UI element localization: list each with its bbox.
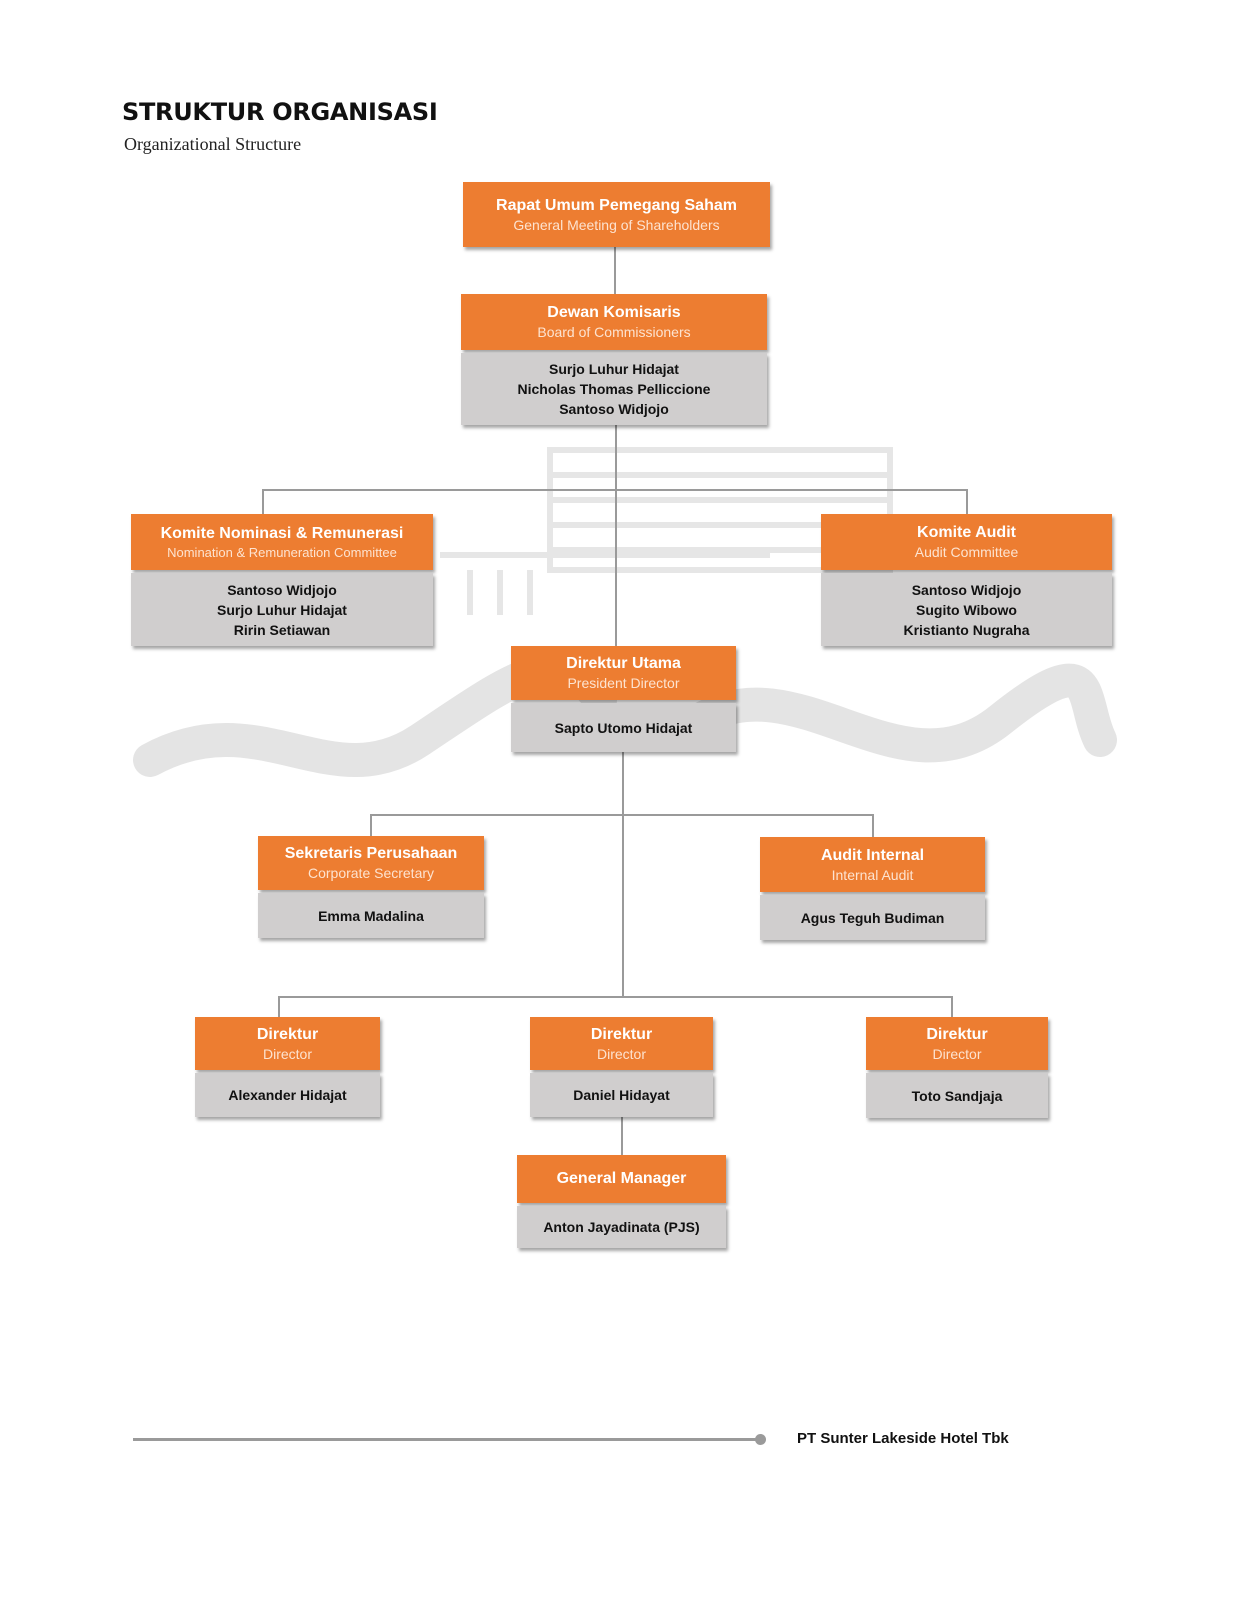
footer-dot-icon xyxy=(755,1434,766,1445)
node-title: Sekretaris Perusahaan xyxy=(284,845,458,862)
node-subtitle: Director xyxy=(262,1045,312,1062)
member: Toto Sandjaja xyxy=(911,1087,1003,1104)
member: Santoso Widjojo xyxy=(227,581,337,598)
node-title: Direktur xyxy=(256,1025,319,1043)
node-general-manager: General Manager Anton Jayadinata (PJS) xyxy=(517,1155,726,1248)
member: Santoso Widjojo xyxy=(911,581,1022,598)
node-subtitle: Internal Audit xyxy=(831,866,914,883)
member: Kristianto Nugraha xyxy=(903,621,1030,638)
connector xyxy=(370,814,874,816)
node-subtitle: Nomination & Remuneration Committee xyxy=(167,544,397,560)
member: Nicholas Thomas Pelliccione xyxy=(517,381,711,397)
footer-divider xyxy=(133,1438,760,1441)
member: Agus Teguh Budiman xyxy=(800,909,945,926)
footer-company: PT Sunter Lakeside Hotel Tbk xyxy=(797,1430,1009,1447)
node-title: General Manager xyxy=(556,1170,687,1187)
connector xyxy=(262,489,968,491)
node-title: Rapat Umum Pemegang Saham xyxy=(496,196,737,214)
node-subtitle: Corporate Secretary xyxy=(307,865,435,881)
member: Daniel Hidayat xyxy=(573,1087,670,1103)
page-subtitle: Organizational Structure xyxy=(124,134,302,154)
member: Ririn Setiawan xyxy=(233,621,331,638)
member: Surjo Luhur Hidajat xyxy=(549,361,679,377)
member: Santoso Widjojo xyxy=(559,401,669,417)
connector xyxy=(370,814,372,836)
node-title: Dewan Komisaris xyxy=(547,304,681,321)
node-title: Direktur xyxy=(590,1025,653,1043)
member: Alexander Hidajat xyxy=(228,1087,347,1103)
connector xyxy=(966,489,968,514)
connector xyxy=(951,996,953,1017)
connector xyxy=(614,247,616,294)
node-title: Audit Internal xyxy=(820,846,925,864)
connector xyxy=(872,814,874,837)
connector xyxy=(622,752,624,998)
member: Emma Madalina xyxy=(318,907,424,924)
node-subtitle: Board of Commissioners xyxy=(537,324,691,340)
connector xyxy=(278,996,280,1017)
member: Anton Jayadinata (PJS) xyxy=(543,1219,700,1235)
node-subtitle: General Meeting of Shareholders xyxy=(513,216,720,233)
member: Surjo Luhur Hidajat xyxy=(217,601,347,618)
connector xyxy=(278,996,953,998)
node-title: Komite Nominasi & Remunerasi xyxy=(160,524,404,542)
node-subtitle: Audit Committee xyxy=(914,544,1019,560)
connector xyxy=(262,489,264,514)
node-title: Direktur xyxy=(926,1025,988,1043)
node-subtitle: President Director xyxy=(567,675,680,691)
member: Sugito Wibowo xyxy=(916,601,1017,618)
member: Sapto Utomo Hidajat xyxy=(554,719,693,736)
connector xyxy=(615,425,617,646)
node-title: Komite Audit xyxy=(917,524,1016,541)
node-title: Direktur Utama xyxy=(566,655,681,672)
node-subtitle: Director xyxy=(596,1045,646,1062)
page-title: STRUKTUR ORGANISASI xyxy=(122,98,438,126)
connector xyxy=(621,1117,623,1155)
node-subtitle: Director xyxy=(932,1045,982,1062)
